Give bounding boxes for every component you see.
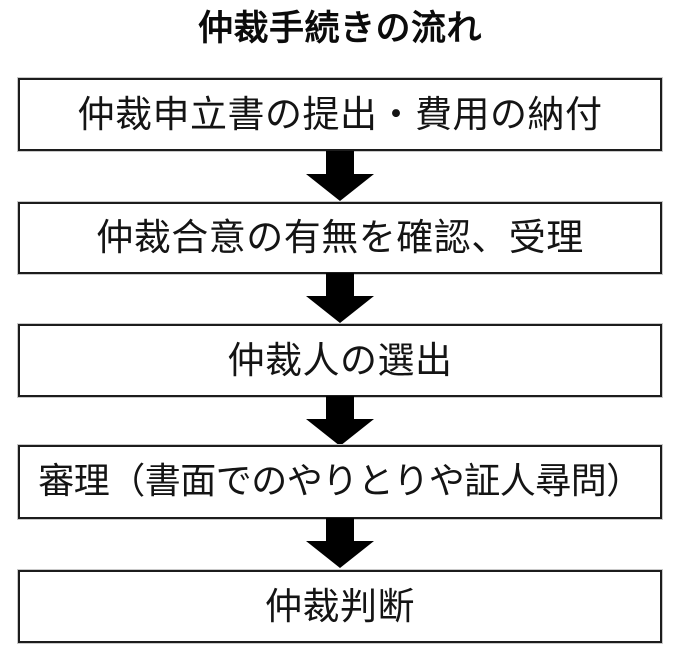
process-box-step-2: 仲裁合意の有無を確認、受理 [18, 202, 662, 274]
process-box-label: 仲裁申立書の提出・費用の納付 [77, 92, 603, 136]
process-box-step-4: 審理（書面でのやりとりや証人尋問） [18, 445, 662, 519]
arrow-down-icon-1 [306, 151, 374, 201]
process-box-step-3: 仲裁人の選出 [18, 324, 662, 397]
page-title: 仲裁手続きの流れ [197, 9, 482, 49]
process-box-step-5: 仲裁判断 [18, 570, 662, 643]
process-box-label: 仲裁判断 [265, 584, 415, 628]
process-box-label: 仲裁合意の有無を確認、受理 [96, 216, 584, 260]
process-box-step-1: 仲裁申立書の提出・費用の納付 [18, 78, 662, 151]
arrow-down-icon-4 [306, 518, 374, 568]
process-box-label: 仲裁人の選出 [227, 338, 453, 382]
arrow-down-icon-3 [306, 396, 374, 446]
process-box-label: 審理（書面でのやりとりや証人尋問） [38, 460, 642, 502]
arrow-down-icon-2 [306, 273, 374, 323]
